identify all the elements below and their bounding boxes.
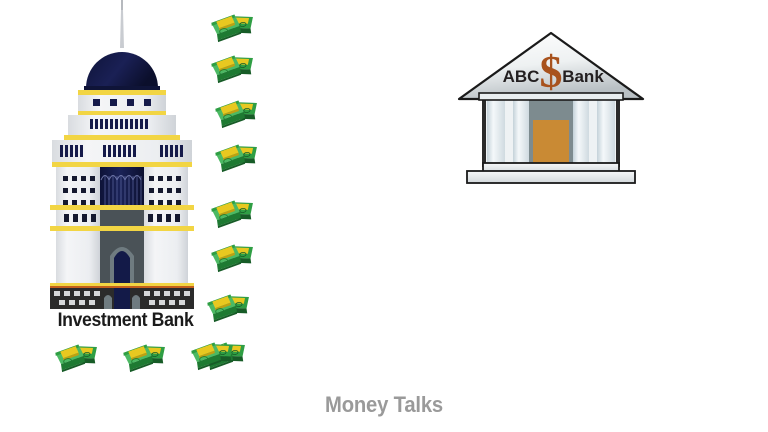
money-stack-icon <box>203 189 260 236</box>
money-stack-icon <box>203 44 260 91</box>
money-stack-icon <box>115 333 172 380</box>
abc-bank-name-right: Bank <box>562 67 604 86</box>
money-stack-icon <box>203 233 260 280</box>
money-stack-icon <box>47 333 104 380</box>
money-stack-icon <box>207 89 264 136</box>
money-stack-icon <box>199 283 256 330</box>
slide-caption: Money Talks <box>325 392 443 417</box>
investment-bank-label: Investment Bank <box>57 310 194 331</box>
abc-bank-name-left: ABC <box>503 67 540 86</box>
money-stack-icon <box>203 3 260 50</box>
abc-bank-building-icon: ABC $ Bank <box>455 25 647 188</box>
money-stack-icon <box>207 133 264 180</box>
dollar-sign-icon: $ <box>540 46 563 97</box>
money-stack-icon <box>183 331 240 378</box>
investment-bank-skyscraper-icon <box>38 0 206 312</box>
